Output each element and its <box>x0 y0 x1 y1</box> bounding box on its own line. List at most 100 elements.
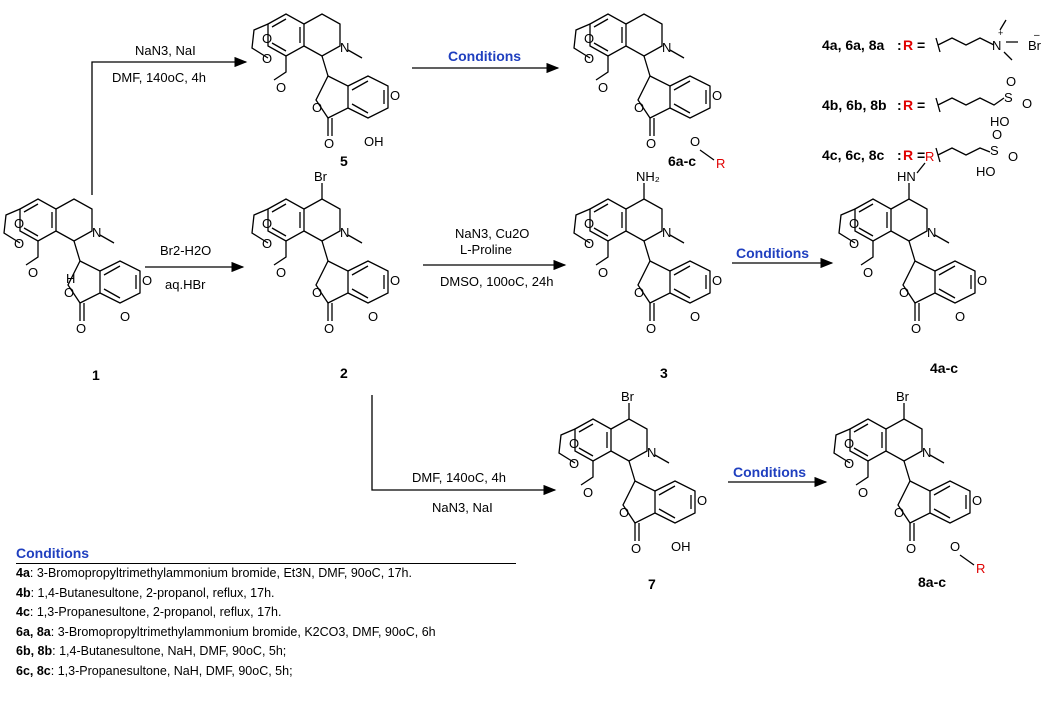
conditions-label-5-6: Conditions <box>448 48 521 64</box>
svg-text:N: N <box>662 40 671 55</box>
svg-text:4c, 6c, 8c: 4c, 6c, 8c <box>822 147 884 163</box>
svg-text:R: R <box>925 149 934 164</box>
svg-text:O: O <box>262 216 272 231</box>
svg-text:O: O <box>312 100 322 115</box>
svg-text:R: R <box>903 97 913 113</box>
svg-text:Br: Br <box>314 169 328 184</box>
svg-text:O: O <box>390 273 400 288</box>
svg-text:O: O <box>583 485 593 500</box>
svg-text:R: R <box>716 156 725 171</box>
compound-6-label: 6a-c <box>668 153 696 169</box>
svg-text:O: O <box>858 485 868 500</box>
compound-8-structure: O O Br N O O O O O R <box>833 389 985 576</box>
legend-row-6b-8b: 6b, 8b: 1,4-Butanesultone, NaH, DMF, 90o… <box>16 644 287 658</box>
svg-text:HO: HO <box>990 114 1010 129</box>
svg-text:+: + <box>998 28 1003 38</box>
svg-text:4a, 6a, 8a: 4a, 6a, 8a <box>822 37 884 53</box>
compound-5-structure: O O N O O O O OH <box>251 13 400 151</box>
svg-text:O: O <box>646 136 656 151</box>
svg-text:O: O <box>849 216 859 231</box>
legend-row-4b: 4b: 1,4-Butanesultone, 2-propanol, reflu… <box>16 585 275 600</box>
svg-text:O: O <box>584 51 594 66</box>
conditions-label-7-8: Conditions <box>733 464 806 480</box>
svg-text:O: O <box>312 285 322 300</box>
svg-text:OH: OH <box>671 539 691 554</box>
svg-text:O: O <box>955 309 965 324</box>
svg-text:O: O <box>863 265 873 280</box>
svg-text:R: R <box>903 37 913 53</box>
svg-text::: : <box>897 37 902 53</box>
svg-text:O: O <box>631 541 641 556</box>
svg-text:O: O <box>28 265 38 280</box>
svg-text:O: O <box>584 31 594 46</box>
svg-text::: : <box>897 97 902 113</box>
svg-text:OH: OH <box>364 134 384 149</box>
compound-1-label: 1 <box>92 367 100 383</box>
r-group-3: 4c, 6c, 8c : R = S O O HO <box>822 127 1018 179</box>
svg-text:O: O <box>690 134 700 149</box>
reagent-amin-2: L-Proline <box>460 242 512 257</box>
svg-text:O: O <box>142 273 152 288</box>
svg-text:O: O <box>120 309 130 324</box>
compound-4-label: 4a-c <box>930 360 958 376</box>
svg-text:O: O <box>906 541 916 556</box>
svg-text:O: O <box>894 505 904 520</box>
compound-8-label: 8a-c <box>918 574 946 590</box>
svg-text:O: O <box>14 236 24 251</box>
svg-text:O: O <box>64 285 74 300</box>
svg-text:O: O <box>1006 74 1016 89</box>
svg-text:N: N <box>92 225 101 240</box>
svg-text:R: R <box>903 147 913 163</box>
svg-text:=: = <box>917 37 925 53</box>
svg-text:O: O <box>1022 96 1032 111</box>
compound-1-structure: O O N O H O O O O <box>3 198 152 336</box>
svg-text:O: O <box>950 539 960 554</box>
legend-row-4c: 4c: 1,3-Propanesultone, 2-propanol, refl… <box>16 605 282 619</box>
svg-text:O: O <box>899 285 909 300</box>
reagent-brom-below: aq.HBr <box>165 277 206 292</box>
reagent-top-above: NaN3, NaI <box>135 43 196 58</box>
svg-text:O: O <box>598 80 608 95</box>
legend-title: Conditions <box>16 545 516 564</box>
svg-text:R: R <box>976 561 985 576</box>
legend-row-6c-8c: 6c, 8c: 1,3-Propanesultone, NaH, DMF, 90… <box>16 663 293 678</box>
compound-3-structure: O O NH₂ N O O O O O <box>573 169 722 336</box>
svg-text:O: O <box>634 285 644 300</box>
svg-text:N: N <box>927 225 936 240</box>
svg-text:HN: HN <box>897 169 916 184</box>
svg-text:4b, 6b, 8b: 4b, 6b, 8b <box>822 97 887 113</box>
svg-text:N: N <box>340 40 349 55</box>
svg-text:NH₂: NH₂ <box>636 169 660 184</box>
svg-text:O: O <box>584 216 594 231</box>
svg-text:O: O <box>697 493 707 508</box>
svg-text:O: O <box>598 265 608 280</box>
conditions-label-3-4: Conditions <box>736 245 809 261</box>
reagent-amin-1: NaN3, Cu2O <box>455 226 529 241</box>
svg-text:N: N <box>992 38 1001 53</box>
compound-3-label: 3 <box>660 365 668 381</box>
svg-text:O: O <box>262 51 272 66</box>
reagent-top-below: DMF, 140oC, 4h <box>112 70 206 85</box>
svg-text:S: S <box>990 143 999 158</box>
svg-text:O: O <box>276 80 286 95</box>
svg-text:O: O <box>992 127 1002 142</box>
svg-text:O: O <box>569 436 579 451</box>
svg-text:O: O <box>712 88 722 103</box>
svg-text:O: O <box>619 505 629 520</box>
svg-text:O: O <box>262 31 272 46</box>
reagent-brom-above: Br2-H2O <box>160 243 211 258</box>
svg-text:O: O <box>712 273 722 288</box>
svg-text:O: O <box>76 321 86 336</box>
svg-text:N: N <box>662 225 671 240</box>
svg-text:Br: Br <box>1028 38 1042 53</box>
svg-text:O: O <box>324 321 334 336</box>
svg-text:–: – <box>1034 30 1040 41</box>
svg-text:N: N <box>647 445 656 460</box>
r-group-2: 4b, 6b, 8b : R = S O O HO <box>822 74 1032 129</box>
compound-2-structure: O O Br N O O O O O <box>251 169 400 336</box>
reagent-low-above: DMF, 140oC, 4h <box>412 470 506 485</box>
reagent-low-below: NaN3, NaI <box>432 500 493 515</box>
conditions-legend: Conditions 4a: 3-Bromopropyltrimethylamm… <box>16 545 576 681</box>
svg-text:HO: HO <box>976 164 996 179</box>
